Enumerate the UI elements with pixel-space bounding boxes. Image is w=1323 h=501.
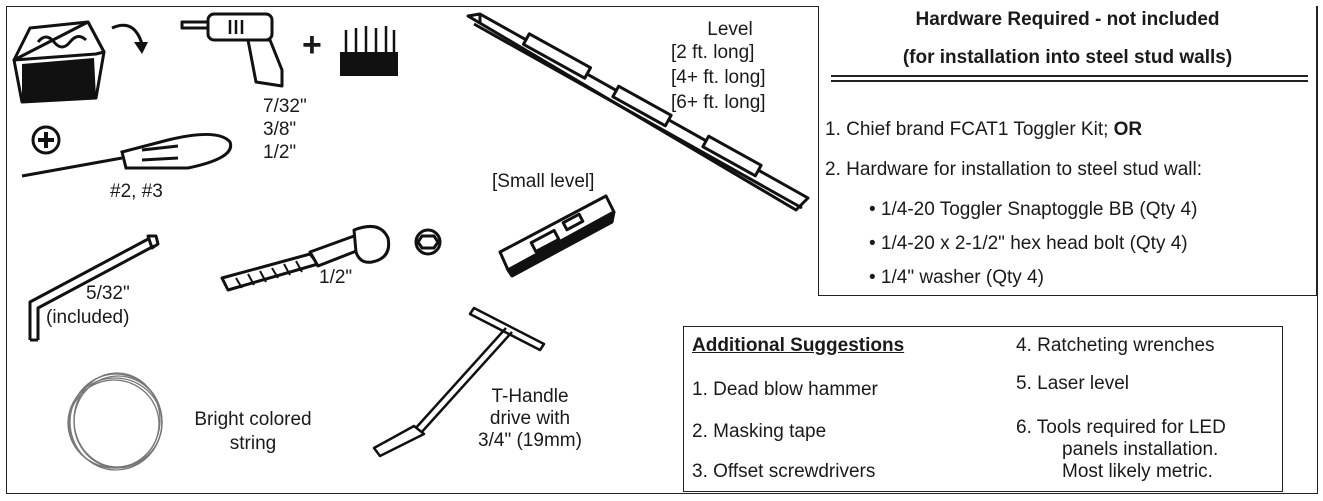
drill-bit-size-1: 7/32" bbox=[263, 96, 307, 117]
phillips-symbol-icon bbox=[31, 125, 61, 155]
drill-bit-size-3: 1/2" bbox=[263, 142, 297, 163]
t-handle-icon bbox=[372, 306, 546, 458]
level-length-2: [4+ ft. long] bbox=[671, 67, 766, 88]
string-label-line-2: string bbox=[229, 433, 277, 454]
drill-plus-sign: + bbox=[302, 26, 322, 64]
t-handle-label-line-2: drive with bbox=[489, 408, 571, 429]
suggestions-title: Additional Suggestions bbox=[692, 335, 905, 356]
t-handle-label-line-1: T-Handle bbox=[491, 386, 569, 407]
hex-key-icon bbox=[28, 234, 160, 342]
outer-frame bbox=[6, 6, 1318, 494]
string-coil-icon bbox=[67, 372, 163, 471]
level-length-3: [6+ ft. long] bbox=[671, 92, 766, 113]
t-handle-label-line-3: 3/4" (19mm) bbox=[478, 430, 582, 451]
socket-size: 1/2" bbox=[319, 267, 353, 288]
suggestion-item-2: 2. Masking tape bbox=[692, 421, 827, 442]
screwdriver-icon bbox=[21, 132, 233, 178]
hardware-title-line-1: Hardware Required - not included bbox=[915, 9, 1220, 30]
level-icon bbox=[466, 12, 810, 212]
suggestion-item-6-line-2: panels installation. bbox=[1062, 439, 1219, 460]
string-label-line-1: Bright colored bbox=[194, 409, 312, 430]
hardware-item-1: 1. Chief brand FCAT1 Toggler Kit; OR bbox=[825, 119, 1142, 141]
hardware-bullet-2: • 1/4-20 x 2-1/2" hex head bolt (Qty 4) bbox=[869, 233, 1188, 254]
additional-suggestions-box: Additional Suggestions 1. Dead blow hamm… bbox=[683, 326, 1283, 492]
suggestion-item-6-line-1: 6. Tools required for LED bbox=[1016, 417, 1226, 438]
suggestion-item-4: 4. Ratcheting wrenches bbox=[1016, 335, 1215, 356]
hex-key-note: (included) bbox=[46, 307, 130, 328]
small-level-icon bbox=[498, 194, 616, 278]
level-title: Level bbox=[707, 19, 753, 40]
hardware-item-2: 2. Hardware for installation to steel st… bbox=[825, 159, 1203, 180]
hardware-required-box: Hardware Required - not included (for in… bbox=[818, 6, 1317, 296]
hardware-title-rule-top bbox=[831, 75, 1308, 77]
drill-icon bbox=[180, 12, 284, 88]
hex-key-size: 5/32" bbox=[86, 283, 130, 304]
hardware-bullet-1: • 1/4-20 Toggler Snaptoggle BB (Qty 4) bbox=[869, 199, 1198, 220]
suggestion-item-5: 5. Laser level bbox=[1016, 373, 1130, 394]
hardware-title-line-2: (for installation into steel stud walls) bbox=[902, 47, 1233, 68]
hardware-item-1-or: OR bbox=[1113, 119, 1143, 140]
socket-icon bbox=[414, 228, 442, 256]
drill-bit-size-2: 3/8" bbox=[263, 119, 297, 140]
screwdriver-sizes: #2, #3 bbox=[110, 181, 163, 202]
ratchet-icon bbox=[220, 224, 391, 292]
small-level-label: [Small level] bbox=[492, 171, 595, 192]
hardware-title-rule-bottom bbox=[831, 80, 1308, 82]
toolbox-icon bbox=[12, 20, 148, 104]
hardware-item-1-text: 1. Chief brand FCAT1 Toggler Kit; bbox=[825, 119, 1114, 140]
drill-bits-icon bbox=[340, 26, 398, 76]
hardware-bullet-3: • 1/4" washer (Qty 4) bbox=[869, 267, 1044, 288]
suggestion-item-3: 3. Offset screwdrivers bbox=[692, 461, 876, 482]
suggestion-item-6-line-3: Most likely metric. bbox=[1062, 461, 1213, 482]
level-length-1: [2 ft. long] bbox=[671, 42, 755, 63]
suggestion-item-1: 1. Dead blow hammer bbox=[692, 379, 878, 400]
